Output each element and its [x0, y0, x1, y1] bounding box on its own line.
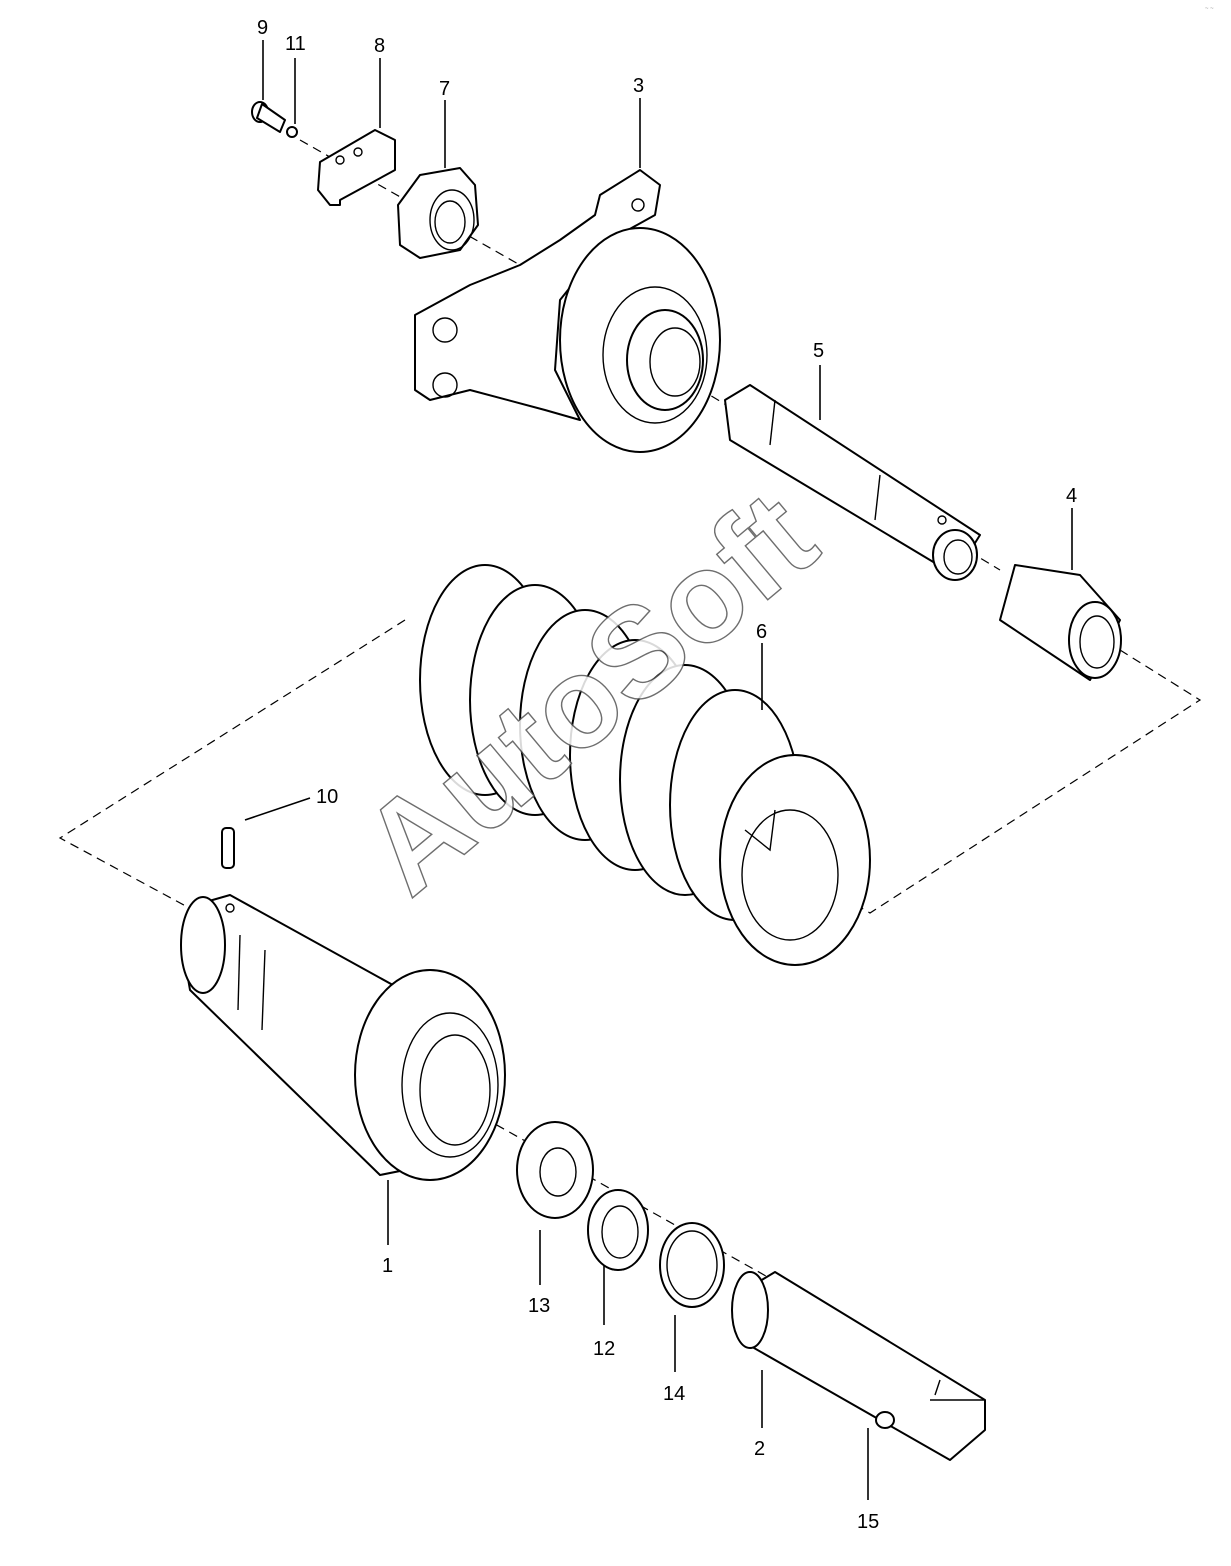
bolt [251, 101, 286, 133]
callout-14: 14 [663, 1383, 685, 1405]
split-ring [587, 1189, 649, 1271]
callout-1: 1 [382, 1255, 393, 1277]
washer [286, 126, 298, 138]
corner-mark: ~ ~ [1205, 6, 1214, 12]
callout-labels: 1 2 3 4 5 6 7 8 9 10 11 12 13 14 15 [257, 17, 1077, 1533]
bracket-housing [414, 169, 721, 453]
coil-spring [419, 564, 871, 966]
shaft [724, 384, 981, 581]
callout-13: 13 [528, 1295, 550, 1317]
callout-10: 10 [316, 786, 338, 808]
callout-8: 8 [374, 35, 385, 57]
callout-12: 12 [593, 1338, 615, 1360]
callout-15: 15 [857, 1511, 879, 1533]
callout-4: 4 [1066, 485, 1077, 507]
callout-9: 9 [257, 17, 268, 39]
thick-washer [516, 1121, 594, 1219]
hex-nut [397, 167, 479, 259]
leader-lines [244, 40, 1073, 1500]
callout-2: 2 [754, 1438, 765, 1460]
bushing [999, 564, 1122, 681]
callout-3: 3 [633, 75, 644, 97]
grease-fitting [875, 1411, 895, 1429]
piston-body [180, 894, 506, 1181]
lock-plate [317, 129, 396, 206]
callout-11: 11 [285, 33, 306, 55]
spring-pin [221, 827, 235, 869]
pin-shaft [731, 1271, 986, 1461]
snap-ring [659, 1222, 725, 1308]
callout-5: 5 [813, 340, 824, 362]
callout-6: 6 [756, 621, 767, 643]
callout-7: 7 [439, 78, 450, 100]
